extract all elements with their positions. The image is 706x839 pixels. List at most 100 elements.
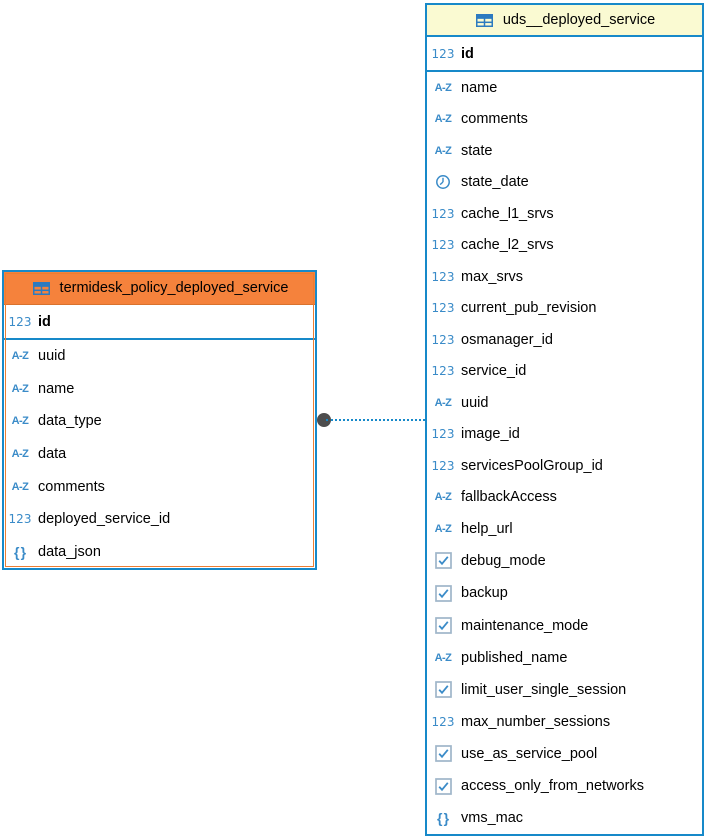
text-type-icon: A-Z — [11, 415, 29, 428]
column-label: help_url — [461, 520, 513, 537]
column-row: 123 osmanager_id — [427, 324, 702, 356]
entity-termidesk-policy-deployed-service[interactable]: termidesk_policy_deployed_service 123 id… — [2, 270, 317, 570]
numeric-type-icon: 123 — [431, 46, 455, 61]
column-label: servicesPoolGroup_id — [461, 457, 603, 474]
relation-line[interactable] — [326, 419, 425, 421]
column-row: 123 deployed_service_id — [4, 503, 315, 536]
text-type-icon: A-Z — [434, 522, 452, 535]
column-label: id — [38, 313, 51, 330]
relation-endpoint-dot[interactable] — [317, 413, 331, 427]
column-label: backup — [461, 585, 508, 602]
boolean-type-icon — [434, 552, 452, 570]
text-type-icon: A-Z — [11, 480, 29, 493]
column-label: osmanager_id — [461, 331, 553, 348]
column-label: comments — [38, 478, 105, 495]
numeric-type-icon: 123 — [8, 512, 32, 527]
column-label: comments — [461, 111, 528, 128]
entity-title: termidesk_policy_deployed_service — [59, 280, 289, 296]
numeric-type-icon: 123 — [431, 238, 455, 253]
column-row: A-Z help_url — [427, 513, 702, 545]
text-type-icon: A-Z — [11, 350, 29, 363]
column-row: 123 service_id — [427, 356, 702, 388]
column-label: state — [461, 142, 493, 159]
text-type-icon: A-Z — [434, 396, 452, 409]
column-label: name — [38, 380, 75, 397]
entity-header[interactable]: uds__deployed_service — [427, 5, 702, 37]
numeric-type-icon: 123 — [431, 427, 455, 442]
column-row: 123 image_id — [427, 419, 702, 451]
column-label: current_pub_revision — [461, 300, 597, 317]
column-label: debug_mode — [461, 552, 546, 569]
json-type-icon: { } — [436, 810, 450, 827]
column-row: A-Z uuid — [427, 387, 702, 419]
column-label: id — [461, 45, 474, 62]
column-label: data_json — [38, 543, 101, 560]
text-type-icon: A-Z — [434, 113, 452, 126]
primary-key-row: 123 id — [427, 37, 702, 72]
datetime-type-icon — [436, 175, 450, 190]
column-row: 123 max_number_sessions — [427, 706, 702, 738]
column-row: 123 cache_l1_srvs — [427, 198, 702, 230]
numeric-type-icon: 123 — [431, 714, 455, 729]
column-label: published_name — [461, 649, 568, 666]
column-label: data_type — [38, 413, 102, 430]
text-type-icon: A-Z — [434, 491, 452, 504]
table-icon — [474, 13, 496, 27]
column-row: A-Z comments — [427, 104, 702, 136]
table-icon — [31, 281, 53, 295]
column-row: A-Z data_type — [4, 405, 315, 438]
json-type-icon: { } — [13, 543, 27, 560]
boolean-type-icon — [434, 681, 452, 699]
numeric-type-icon: 123 — [431, 364, 455, 379]
boolean-type-icon — [434, 745, 452, 763]
numeric-type-icon: 123 — [431, 269, 455, 284]
entity-title: uds__deployed_service — [502, 12, 656, 28]
column-label: data — [38, 446, 67, 463]
primary-key-row: 123 id — [4, 305, 315, 340]
column-row: A-Z name — [4, 373, 315, 406]
column-label: access_only_from_networks — [461, 778, 644, 795]
text-type-icon: A-Z — [11, 448, 29, 461]
column-row: { }vms_mac — [427, 803, 702, 835]
column-label: name — [461, 79, 498, 96]
column-row: state_date — [427, 167, 702, 199]
numeric-type-icon: 123 — [431, 206, 455, 221]
column-label: max_srvs — [461, 268, 524, 285]
entity-header[interactable]: termidesk_policy_deployed_service — [4, 272, 315, 305]
numeric-type-icon: 123 — [431, 332, 455, 347]
text-type-icon: A-Z — [11, 382, 29, 395]
boolean-type-icon — [434, 584, 452, 602]
column-row: maintenance_mode — [427, 610, 702, 643]
column-row: use_as_service_pool — [427, 738, 702, 771]
column-row: A-Z comments — [4, 470, 315, 503]
column-label: uuid — [461, 394, 489, 411]
numeric-type-icon: 123 — [431, 301, 455, 316]
numeric-type-icon: 123 — [8, 314, 32, 329]
column-label: uuid — [38, 348, 66, 365]
boolean-type-icon — [434, 777, 452, 795]
column-row: A-Z uuid — [4, 340, 315, 373]
column-row: backup — [427, 577, 702, 610]
column-label: service_id — [461, 363, 527, 380]
column-row: access_only_from_networks — [427, 770, 702, 803]
column-row: limit_user_single_session — [427, 674, 702, 707]
column-label: use_as_service_pool — [461, 745, 598, 762]
column-row: debug_mode — [427, 545, 702, 578]
column-label: maintenance_mode — [461, 617, 589, 634]
column-label: cache_l1_srvs — [461, 205, 554, 222]
column-label: deployed_service_id — [38, 511, 171, 528]
column-row: A-Z published_name — [427, 642, 702, 674]
column-row: 123 max_srvs — [427, 261, 702, 293]
column-label: image_id — [461, 426, 520, 443]
text-type-icon: A-Z — [434, 651, 452, 664]
column-row: { } data_json — [4, 535, 315, 568]
column-label: max_number_sessions — [461, 713, 611, 730]
